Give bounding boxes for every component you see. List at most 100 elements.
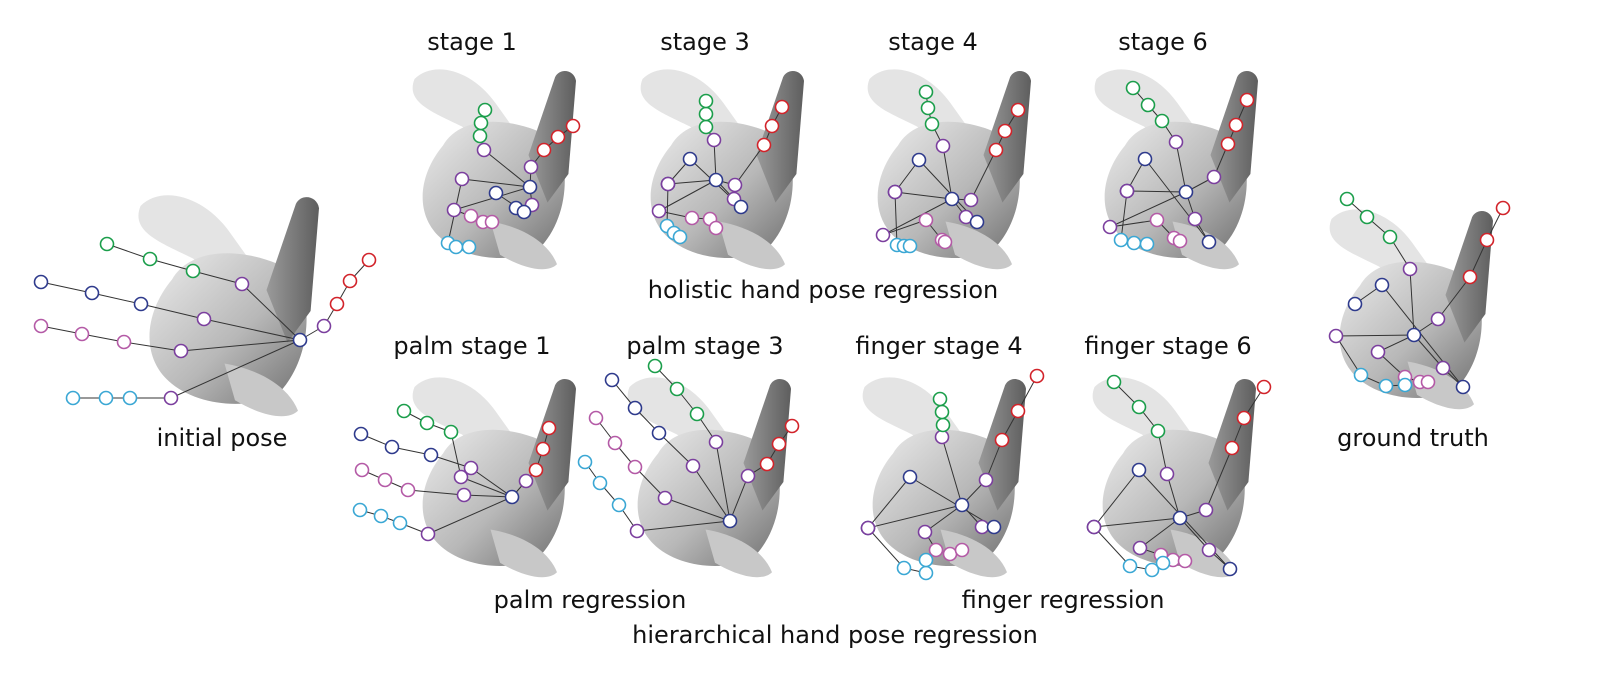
bone bbox=[1093, 526, 1131, 567]
bone bbox=[1120, 190, 1128, 241]
bone bbox=[40, 281, 93, 294]
joint-pinky bbox=[1113, 232, 1129, 248]
joint-ring bbox=[1149, 212, 1165, 228]
joint-ring bbox=[627, 459, 643, 475]
bone bbox=[1139, 517, 1181, 549]
label-finger-stage-6: finger stage 6 bbox=[1084, 332, 1252, 360]
joint-pinky bbox=[918, 552, 934, 568]
joint-pinky bbox=[1126, 235, 1142, 251]
skeleton-ground-truth bbox=[1328, 191, 1511, 395]
joint-middle bbox=[516, 204, 532, 220]
joint-thumb bbox=[1029, 368, 1045, 384]
bone bbox=[1413, 334, 1444, 369]
joint-middle bbox=[651, 425, 667, 441]
joint-pinky bbox=[98, 390, 114, 406]
joint-thumb bbox=[1479, 232, 1495, 248]
joint-thumb bbox=[978, 472, 994, 488]
joint-pinky bbox=[392, 515, 408, 531]
joint-wrist_extra bbox=[935, 417, 951, 433]
joint-ring bbox=[1370, 344, 1386, 360]
joint-palm-center bbox=[944, 191, 960, 207]
joint-ring bbox=[651, 203, 667, 219]
joint-ring bbox=[954, 542, 970, 558]
joint-wrist_extra bbox=[472, 128, 488, 144]
joint-ring bbox=[446, 202, 462, 218]
joint-thumb bbox=[740, 468, 756, 484]
bone bbox=[140, 303, 205, 320]
caption-holistic: holistic hand pose regression bbox=[647, 276, 999, 304]
joint-middle bbox=[1455, 379, 1471, 395]
bone bbox=[461, 178, 531, 188]
joint-middle bbox=[1187, 211, 1203, 227]
joint-wrist_extra bbox=[1402, 261, 1418, 277]
bone bbox=[149, 258, 194, 272]
joint-thumb bbox=[565, 118, 581, 134]
joint-thumb bbox=[784, 418, 800, 434]
joint-pinky bbox=[65, 390, 81, 406]
joint-wrist_extra bbox=[1154, 113, 1170, 129]
joint-pinky bbox=[896, 560, 912, 576]
joint-wrist_extra bbox=[185, 263, 201, 279]
bone bbox=[470, 467, 513, 498]
bone bbox=[1144, 158, 1210, 243]
joint-pinky bbox=[577, 454, 593, 470]
bone bbox=[1205, 447, 1233, 511]
joint-middle bbox=[682, 151, 698, 167]
joint-wrist_extra bbox=[142, 251, 158, 267]
joint-thumb bbox=[1010, 403, 1026, 419]
joint-middle bbox=[1435, 360, 1451, 376]
joint-pinky bbox=[122, 390, 138, 406]
label-stage-3: stage 3 bbox=[660, 28, 750, 56]
joint-pinky bbox=[887, 184, 903, 200]
bone bbox=[1437, 276, 1471, 320]
joint-thumb bbox=[963, 192, 979, 208]
joint-middle bbox=[974, 519, 990, 535]
bone bbox=[463, 494, 513, 498]
depth-hier-1 bbox=[412, 377, 576, 578]
bone bbox=[1093, 517, 1181, 528]
skeleton-stage-3 bbox=[651, 93, 790, 245]
bone bbox=[658, 179, 717, 212]
bone bbox=[1166, 473, 1181, 519]
joint-thumb bbox=[1256, 379, 1272, 395]
depth-hier-2 bbox=[627, 377, 791, 578]
bone bbox=[636, 520, 731, 532]
joint-ring bbox=[657, 490, 673, 506]
joint-palm-center bbox=[708, 172, 724, 188]
depth-thumb bbox=[528, 379, 576, 511]
joint-middle bbox=[685, 458, 701, 474]
joint-palm-center bbox=[1172, 510, 1188, 526]
joint-middle bbox=[911, 152, 927, 168]
bone bbox=[692, 465, 731, 522]
bone bbox=[123, 341, 182, 352]
joint-pinky bbox=[1139, 236, 1155, 252]
bone bbox=[882, 219, 927, 236]
joint-thumb bbox=[756, 137, 772, 153]
caption-palm-regression: palm regression bbox=[493, 586, 687, 614]
bone bbox=[1157, 430, 1168, 475]
joint-thumb bbox=[361, 252, 377, 268]
joint-wrist_extra bbox=[476, 142, 492, 158]
joint-thumb bbox=[536, 142, 552, 158]
skeleton-stage-6 bbox=[1102, 80, 1255, 252]
joint-ring bbox=[1102, 219, 1118, 235]
bone bbox=[970, 149, 997, 201]
joint-ring bbox=[928, 542, 944, 558]
joint-middle bbox=[1201, 234, 1217, 250]
joint-thumb bbox=[329, 296, 345, 312]
joint-middle bbox=[196, 311, 212, 327]
bone bbox=[483, 149, 531, 188]
joint-pinky bbox=[860, 520, 876, 536]
joint-thumb bbox=[528, 462, 544, 478]
joint-wrist_extra bbox=[1125, 80, 1141, 96]
skeleton-palm-stage-1 bbox=[352, 403, 557, 542]
bone bbox=[942, 145, 953, 200]
joint-wrist_extra bbox=[934, 429, 950, 445]
depth-lower-lobe bbox=[224, 363, 298, 417]
joint-pinky bbox=[918, 565, 934, 581]
bone bbox=[1126, 190, 1187, 193]
joint-ring bbox=[463, 208, 479, 224]
depth-lower-lobe bbox=[490, 529, 557, 578]
depth-lower-lobe bbox=[490, 221, 557, 270]
joint-wrist_extra bbox=[698, 93, 714, 109]
